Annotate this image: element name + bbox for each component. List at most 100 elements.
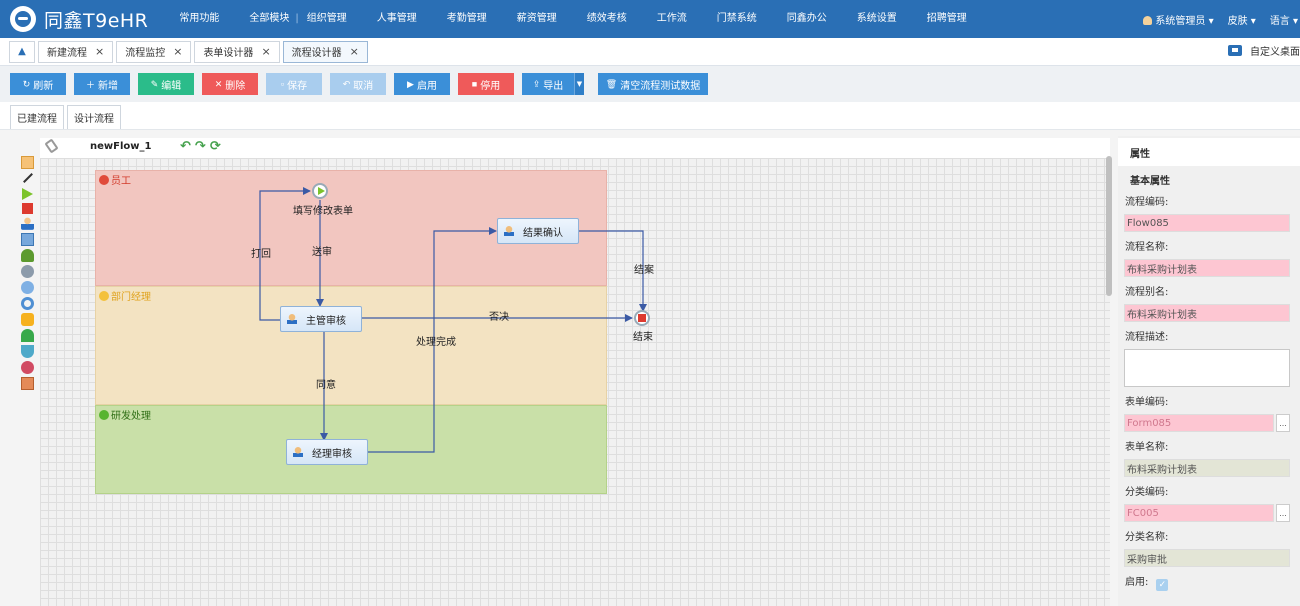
- edge-label-reject: 否决: [489, 312, 509, 323]
- redo-icon[interactable]: ↷: [194, 139, 206, 154]
- user-name: 系统管理员 ▾: [1155, 15, 1214, 27]
- task-supervisor-review[interactable]: 主管审核: [280, 306, 362, 332]
- custom-desktop-label: 自定义桌面: [1250, 47, 1300, 58]
- custom-desktop-button[interactable]: 自定义桌面: [1228, 43, 1300, 58]
- flow-desc-textarea[interactable]: [1124, 349, 1290, 387]
- history-controls: ↶ ↷ ⟳: [180, 139, 225, 155]
- close-icon[interactable]: ×: [261, 45, 271, 58]
- transition-tool-icon[interactable]: [21, 172, 34, 185]
- task-confirm-result[interactable]: 结果确认: [497, 218, 579, 244]
- refresh-icon[interactable]: ⟳: [209, 139, 221, 154]
- export-dropdown-icon[interactable]: ▼: [574, 73, 584, 95]
- edit-button[interactable]: ✎编辑: [138, 73, 194, 95]
- enable-button[interactable]: ▶启用: [394, 73, 450, 95]
- tab-flow-monitor[interactable]: 流程监控×: [116, 40, 192, 63]
- nav-item-access[interactable]: 门禁系统: [716, 13, 757, 24]
- nav-item-all-modules[interactable]: 全部模块: [249, 13, 290, 24]
- flow-name-label: 流程名称:: [1125, 242, 1169, 253]
- tag-icon: [44, 138, 59, 154]
- user-icon: [287, 313, 297, 325]
- nav-right: 系统管理员 ▾ 皮肤 ▾ 语言 ▾: [1143, 0, 1300, 38]
- category-code-row: FC005 ...: [1124, 504, 1292, 522]
- swimlane-icon[interactable]: [21, 377, 34, 390]
- gear-icon[interactable]: [21, 265, 34, 278]
- enabled-checkbox[interactable]: ✓: [1156, 579, 1169, 591]
- tab-flow-designer[interactable]: 流程设计器 ×: [282, 40, 368, 63]
- clear-test-data-button[interactable]: 🗑清空流程测试数据: [598, 73, 708, 95]
- category-picker-button[interactable]: ...: [1276, 504, 1290, 522]
- stop-icon: ■: [471, 79, 478, 89]
- start-node[interactable]: [312, 183, 328, 199]
- flow-alias-field[interactable]: 布料采购计划表: [1124, 304, 1290, 322]
- enabled-row: 启用:✓: [1125, 573, 1292, 591]
- nav-item-workflow[interactable]: 工作流: [656, 13, 687, 24]
- close-icon[interactable]: ×: [349, 45, 359, 58]
- action-toolbar: ↻刷新 ＋新增 ✎编辑 ✕删除 ▫保存 ↶取消 ▶启用 ■停用 ⇪导出 ▼ 🗑清…: [0, 66, 1300, 102]
- nav-item-recruit[interactable]: 招聘管理: [926, 13, 967, 24]
- category-code-field[interactable]: FC005: [1124, 504, 1274, 522]
- refresh-label: 刷新: [33, 80, 54, 92]
- tab-new-flow[interactable]: 新建流程×: [38, 40, 114, 63]
- user-task-icon[interactable]: [21, 217, 34, 230]
- disable-button[interactable]: ■停用: [458, 73, 514, 95]
- undo-icon[interactable]: ↶: [180, 139, 191, 154]
- subprocess-icon[interactable]: [21, 361, 34, 374]
- language-menu[interactable]: 语言 ▾: [1269, 15, 1298, 27]
- subtab-existing-flows[interactable]: 已建流程: [10, 105, 64, 129]
- close-icon[interactable]: ×: [173, 45, 183, 58]
- merge-icon[interactable]: [21, 345, 34, 358]
- form-code-field[interactable]: Form085: [1124, 414, 1274, 432]
- start-node-icon[interactable]: [22, 188, 33, 200]
- skin-menu[interactable]: 皮肤 ▾: [1227, 15, 1256, 27]
- nav-item-org[interactable]: 组织管理: [306, 13, 347, 24]
- task-manager-review[interactable]: 经理审核: [286, 439, 368, 465]
- lane-dot-icon: [99, 174, 109, 185]
- cancel-button[interactable]: ↶取消: [330, 73, 386, 95]
- tab-form-designer[interactable]: 表单设计器×: [194, 40, 280, 63]
- timer-icon[interactable]: [21, 297, 34, 310]
- flow-name-field[interactable]: 布料采购计划表: [1124, 259, 1290, 277]
- flow-designer: newFlow_1 ↶ ↷ ⟳ 员工 部门经理 研发处理: [0, 130, 1300, 606]
- form-task-icon[interactable]: [21, 233, 34, 246]
- nav-item-common[interactable]: 常用功能: [179, 13, 220, 24]
- add-button[interactable]: ＋新增: [74, 73, 130, 95]
- lane-label: 部门经理: [99, 288, 151, 303]
- end-node[interactable]: [634, 310, 650, 326]
- delete-label: 删除: [225, 80, 246, 92]
- lane-dept-manager[interactable]: 部门经理: [95, 286, 607, 405]
- trash-icon: 🗑: [605, 78, 618, 89]
- user-menu[interactable]: 系统管理员 ▾: [1143, 12, 1214, 27]
- subtab-design-flow[interactable]: 设计流程: [67, 105, 121, 129]
- form-picker-button[interactable]: ...: [1276, 414, 1290, 432]
- nav-item-hr[interactable]: 人事管理: [376, 13, 417, 24]
- select-tool-icon[interactable]: [21, 156, 34, 169]
- cancel-label: 取消: [353, 80, 374, 92]
- delete-button[interactable]: ✕删除: [202, 73, 258, 95]
- save-button[interactable]: ▫保存: [266, 73, 322, 95]
- home-tab[interactable]: ▲: [9, 40, 35, 63]
- message-icon[interactable]: [21, 281, 34, 294]
- nav-item-attendance[interactable]: 考勤管理: [446, 13, 487, 24]
- canvas-scrollbar[interactable]: [1106, 156, 1112, 296]
- nav-item-office[interactable]: 同鑫办公: [786, 13, 827, 24]
- refresh-button[interactable]: ↻刷新: [10, 73, 66, 95]
- export-button[interactable]: ⇪导出: [522, 73, 574, 95]
- flow-alias-label: 流程别名:: [1125, 287, 1169, 298]
- plugin-icon[interactable]: [21, 313, 34, 326]
- plus-icon: ＋: [85, 79, 95, 90]
- end-node-icon[interactable]: [22, 203, 33, 214]
- branch-icon[interactable]: [21, 329, 34, 342]
- clear-test-data-label: 清空流程测试数据: [620, 80, 701, 92]
- nav-item-settings[interactable]: 系统设置: [856, 13, 897, 24]
- close-icon[interactable]: ×: [95, 45, 105, 58]
- group-icon[interactable]: [21, 249, 34, 262]
- flow-code-field[interactable]: Flow085: [1124, 214, 1290, 232]
- tab-label: 流程设计器: [291, 48, 342, 59]
- flow-header: newFlow_1 ↶ ↷ ⟳: [40, 138, 1110, 158]
- flow-name: newFlow_1: [90, 141, 152, 152]
- end-node-label: 结束: [633, 332, 653, 343]
- edit-label: 编辑: [161, 80, 182, 92]
- nav-item-salary[interactable]: 薪资管理: [516, 13, 557, 24]
- nav-item-performance[interactable]: 绩效考核: [586, 13, 627, 24]
- lane-title: 部门经理: [111, 292, 151, 303]
